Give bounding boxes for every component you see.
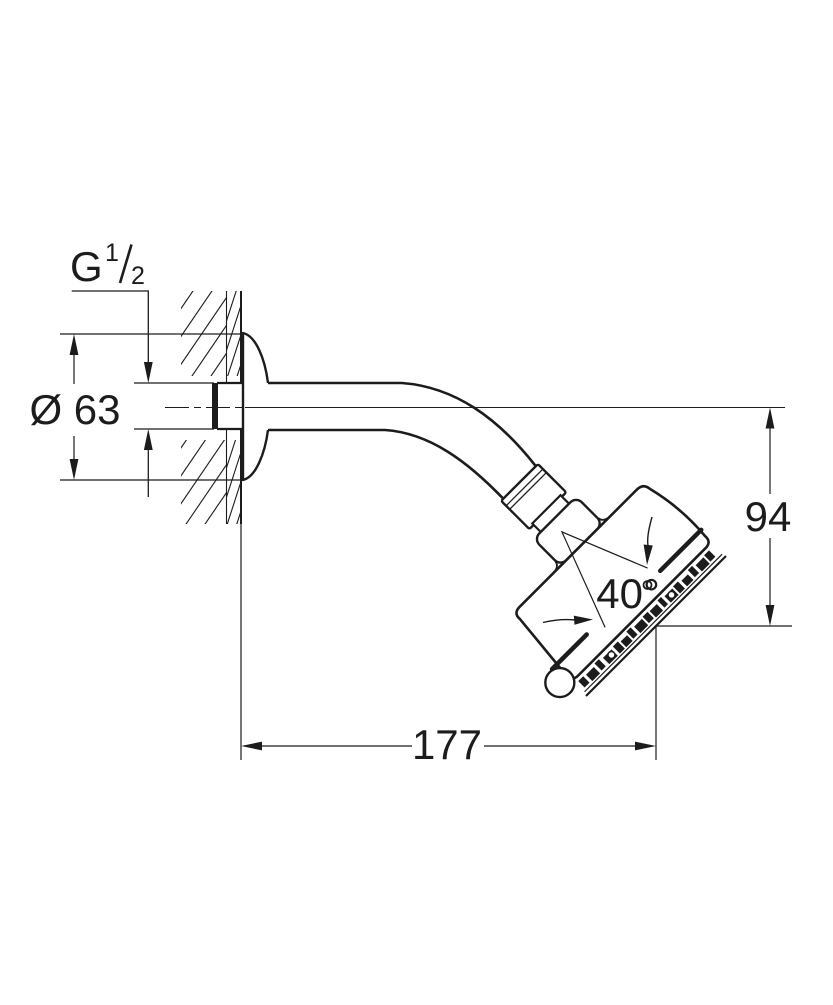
coupling-nut-crease xyxy=(505,468,544,507)
angle-reference-lines xyxy=(560,530,648,628)
diameter-label: Ø 63 xyxy=(29,386,120,433)
arrowhead-up xyxy=(69,334,79,355)
arm-bottom-edge xyxy=(268,428,505,500)
arrowhead-up xyxy=(143,429,153,450)
face-rim-knob xyxy=(544,666,576,699)
arrowhead-down xyxy=(69,459,79,480)
thread-label-denominator: 2 xyxy=(131,262,145,290)
fraction-slash xyxy=(118,244,133,284)
reach-label: 177 xyxy=(412,721,482,768)
arrowhead-left xyxy=(241,741,262,751)
dim-reach: 177 xyxy=(240,481,657,768)
face-bezel-segment xyxy=(549,632,589,672)
height-label: 94 xyxy=(745,493,792,540)
nozzle-ring xyxy=(607,650,616,660)
arrowhead-up xyxy=(765,407,775,429)
arrowhead xyxy=(573,615,593,625)
boss-fillet xyxy=(597,516,610,521)
boss-fillet xyxy=(553,560,558,573)
dim-height: 94 xyxy=(656,407,792,627)
wall-pipe-nipple xyxy=(212,381,243,431)
coupling-nut-crease xyxy=(509,472,547,510)
thread-label-prefix: G xyxy=(70,243,103,290)
nozzle-ring xyxy=(667,590,676,600)
dim-angle: 40° xyxy=(542,516,660,625)
spray-nozzle-dots xyxy=(578,550,716,688)
arrowhead-down xyxy=(143,362,153,383)
dim-thread: G 1 2 xyxy=(70,239,214,497)
dim-diameter: Ø 63 xyxy=(29,333,243,481)
arrowhead-down xyxy=(765,605,775,626)
arrowhead xyxy=(643,544,653,565)
pivot-button xyxy=(642,580,653,590)
angle-leader-curve xyxy=(542,618,576,624)
arrowhead-right xyxy=(635,741,656,751)
thread-end-face xyxy=(212,383,218,429)
mounting-flange xyxy=(241,331,270,482)
arm-top-edge xyxy=(268,381,537,468)
thread-label-numerator: 1 xyxy=(105,239,119,267)
thread-leader-line xyxy=(71,290,149,362)
shower-arm xyxy=(268,381,537,500)
spray-face-inner-line xyxy=(584,553,723,693)
angle-label: 40° xyxy=(596,570,660,617)
face-bezel-segment xyxy=(657,527,704,574)
